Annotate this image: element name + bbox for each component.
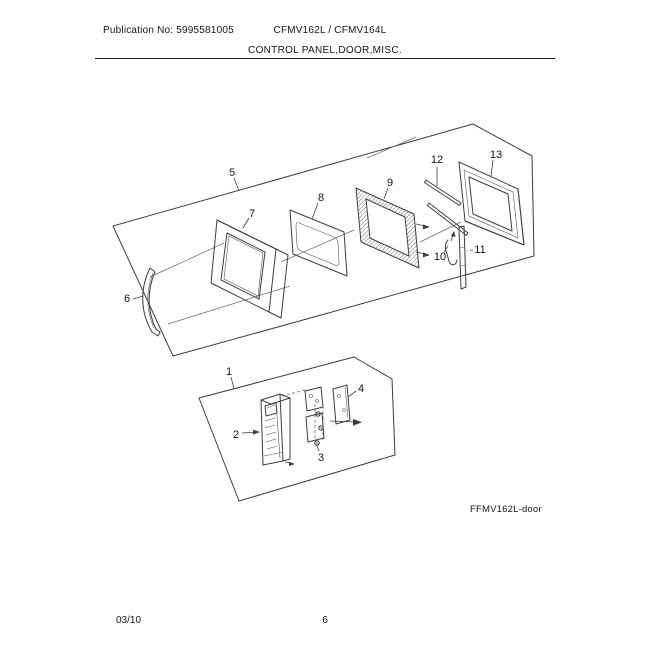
callout-12: 12 bbox=[431, 154, 443, 166]
callout-9: 9 bbox=[387, 177, 393, 189]
model-numbers: CFMV162L / CFMV164L bbox=[273, 25, 387, 36]
callout-8: 8 bbox=[318, 192, 324, 204]
callout-5: 5 bbox=[229, 167, 235, 179]
side-plate-part bbox=[332, 384, 351, 425]
door-handle-part bbox=[142, 267, 161, 337]
footer-date: 03/10 bbox=[116, 615, 142, 626]
section-title: CONTROL PANEL,DOOR,MISC. bbox=[248, 45, 402, 56]
drawing-tag: FFMV162L-door bbox=[470, 504, 542, 515]
outer-door-frame-part bbox=[458, 161, 525, 246]
hinge-rod-parts bbox=[424, 179, 469, 236]
inner-door-frame-part bbox=[210, 219, 289, 319]
mounting-bracket-part bbox=[304, 386, 325, 446]
latch-hook-part bbox=[444, 231, 458, 266]
control-panel-part bbox=[260, 393, 295, 466]
callout-2: 2 bbox=[233, 429, 239, 441]
callout-10: 10 bbox=[434, 251, 446, 263]
callout-11: 11 bbox=[474, 244, 485, 256]
callout-6: 6 bbox=[124, 293, 130, 305]
callout-1: 1 bbox=[226, 366, 232, 378]
control-panel-box bbox=[198, 356, 396, 502]
footer-page-number: 6 bbox=[322, 615, 328, 626]
publication-number: Publication No: 5995581005 bbox=[103, 25, 234, 36]
callouts: 1 2 3 4 5 6 7 8 9 10 11 12 bbox=[124, 149, 502, 464]
callout-7: 7 bbox=[249, 208, 255, 220]
header-divider bbox=[95, 58, 555, 59]
alignment-lines bbox=[149, 136, 462, 325]
callout-13: 13 bbox=[490, 149, 502, 161]
door-film-part bbox=[289, 209, 348, 277]
door-assembly-box bbox=[112, 123, 535, 357]
callout-4: 4 bbox=[358, 383, 364, 395]
latch-strip-part bbox=[458, 225, 467, 290]
door-seal-frame-part bbox=[355, 187, 430, 269]
assembly-arrow bbox=[329, 418, 362, 426]
callout-3: 3 bbox=[318, 452, 324, 464]
